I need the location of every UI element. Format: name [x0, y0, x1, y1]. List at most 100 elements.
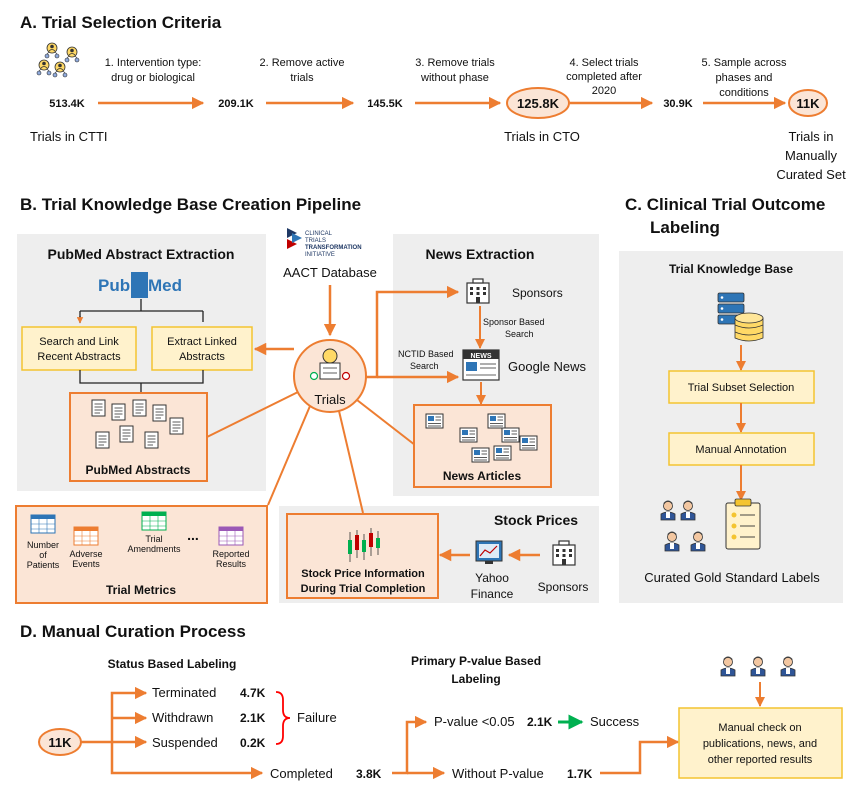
kb-label: Trial Knowledge Base: [669, 262, 793, 276]
svg-text:Search and Link: Search and Link: [39, 336, 119, 348]
stock-info-l1: Stock Price Information: [301, 568, 425, 580]
table-icon-adverse: [73, 526, 99, 546]
metrics-more-dots: ...: [187, 527, 199, 543]
stock-sponsors-label: Sponsors: [538, 580, 589, 594]
count-inactive: 145.5K: [367, 98, 403, 110]
google-news-label: Google News: [508, 359, 587, 374]
news-sponsors-label: Sponsors: [512, 286, 563, 300]
selection-step-5: 5. Sample across phases and conditions: [702, 57, 787, 99]
yahoo-finance-icon: [475, 540, 503, 564]
selection-step-1: 1. Intervention type: drug or biological: [105, 57, 202, 84]
aact-logo: CLINICAL TRIALS TRANSFORMATION INITIATIV…: [287, 228, 362, 258]
manual-check-l3: other reported results: [708, 754, 813, 766]
trial-metrics-label: Trial Metrics: [106, 583, 176, 597]
svg-text:TRANSFORMATION: TRANSFORMATION: [305, 245, 362, 251]
svg-text:Reported: Reported: [212, 549, 249, 559]
metric-results: Reported Results: [212, 549, 249, 569]
subset-selection-label: Trial Subset Selection: [688, 382, 795, 394]
svg-text:Adverse: Adverse: [69, 549, 102, 559]
svg-text:of: of: [39, 550, 47, 560]
selection-step-4: 4. Select trials completed after 2020: [566, 57, 642, 97]
status-suspended: Suspended: [152, 735, 218, 750]
count-curated: 11K: [796, 96, 820, 111]
count-intervention: 209.1K: [218, 98, 254, 110]
count-cto: 125.8K: [517, 96, 560, 111]
section-b: B. Trial Knowledge Base Creation Pipelin…: [15, 195, 599, 604]
section-a-title: A. Trial Selection Criteria: [20, 13, 222, 32]
svg-text:Results: Results: [216, 559, 247, 569]
ctti-people-icon: [36, 42, 80, 78]
svg-text:Amendments: Amendments: [127, 544, 181, 554]
svg-text:CLINICAL: CLINICAL: [305, 231, 333, 237]
yahoo-l2: Finance: [471, 587, 514, 601]
table-icon-patients: [30, 514, 56, 534]
stock-info-box: [286, 513, 439, 599]
svg-text:Patients: Patients: [27, 560, 60, 570]
checklist-icon: [725, 498, 761, 550]
svg-text:TRIALS: TRIALS: [305, 238, 326, 244]
status-completed: Completed: [270, 766, 333, 781]
metric-adverse: Adverse Events: [69, 549, 102, 569]
metric-amendments: Trial Amendments: [127, 534, 181, 554]
svg-text:2020: 2020: [592, 85, 616, 97]
svg-text:Search: Search: [505, 329, 534, 339]
label-success: Success: [590, 714, 640, 729]
pvalue-title-l2: Labeling: [451, 672, 500, 686]
manual-annotation-label: Manual Annotation: [695, 444, 786, 456]
section-b-title: B. Trial Knowledge Base Creation Pipelin…: [20, 195, 361, 214]
section-a: A. Trial Selection Criteria 1. Intervent…: [20, 13, 846, 182]
section-c: C. Clinical Trial Outcome Labeling Trial…: [619, 195, 843, 603]
section-c-title-l2: Labeling: [650, 218, 720, 237]
svg-text:Med: Med: [148, 276, 182, 295]
label-failure: Failure: [297, 710, 337, 725]
svg-text:phases and: phases and: [716, 72, 773, 84]
manual-check-l1: Manual check on: [718, 722, 801, 734]
svg-text:3. Remove trials: 3. Remove trials: [415, 57, 495, 69]
trials-label: Trials: [314, 392, 346, 407]
svg-text:1. Intervention type:: 1. Intervention type:: [105, 57, 202, 69]
count-pvalue-missing: 1.7K: [567, 767, 593, 781]
google-news-icon: NEWS: [462, 349, 500, 381]
svg-text:5. Sample across: 5. Sample across: [702, 57, 787, 69]
news-panel-title: News Extraction: [426, 246, 535, 262]
status-terminated: Terminated: [152, 685, 216, 700]
svg-text:Manually: Manually: [785, 148, 838, 163]
count-terminated: 4.7K: [240, 686, 266, 700]
yahoo-l1: Yahoo: [475, 571, 509, 585]
metric-patients: Number of Patients: [27, 540, 60, 570]
trials-icon: [309, 348, 351, 381]
stock-sponsors-building-icon: [552, 540, 576, 566]
svg-text:drug or biological: drug or biological: [111, 72, 195, 84]
svg-text:NEWS: NEWS: [471, 353, 492, 360]
curation-start-count: 11K: [48, 735, 72, 750]
svg-text:Trials in: Trials in: [788, 129, 833, 144]
manual-check-box: [678, 707, 843, 779]
manual-annotation-box: [668, 432, 815, 466]
sponsors-building-icon: [466, 278, 490, 304]
table-icon-amendments: [141, 511, 167, 531]
section-c-title-l1: C. Clinical Trial Outcome: [625, 195, 825, 214]
count-withdrawn: 2.1K: [240, 711, 266, 725]
svg-text:NCTID Based: NCTID Based: [398, 349, 454, 359]
count-suspended: 0.2K: [240, 736, 266, 750]
count-completed: 3.8K: [356, 767, 382, 781]
label-cto: Trials in CTO: [504, 129, 580, 144]
search-link-box: [21, 326, 137, 371]
pubmed-panel-title: PubMed Abstract Extraction: [48, 246, 235, 262]
svg-text:Extract Linked: Extract Linked: [167, 336, 237, 348]
svg-text:without phase: without phase: [420, 72, 489, 84]
stock-info-l2: During Trial Completion: [301, 583, 426, 595]
count-ctti: 513.4K: [49, 98, 85, 110]
label-ctti: Trials in CTTI: [30, 129, 108, 144]
gold-labels-label: Curated Gold Standard Labels: [644, 570, 820, 585]
svg-text:Number: Number: [27, 540, 59, 550]
svg-text:Sponsor Based: Sponsor Based: [483, 317, 545, 327]
database-icon: [717, 292, 764, 342]
svg-text:trials: trials: [290, 72, 314, 84]
svg-text:Search: Search: [410, 361, 439, 371]
pvalue-missing: Without P-value: [452, 766, 544, 781]
svg-text:Abstracts: Abstracts: [179, 351, 225, 363]
pvalue-significant: P-value <0.05: [434, 714, 515, 729]
selection-step-2: 2. Remove active trials: [260, 57, 345, 84]
